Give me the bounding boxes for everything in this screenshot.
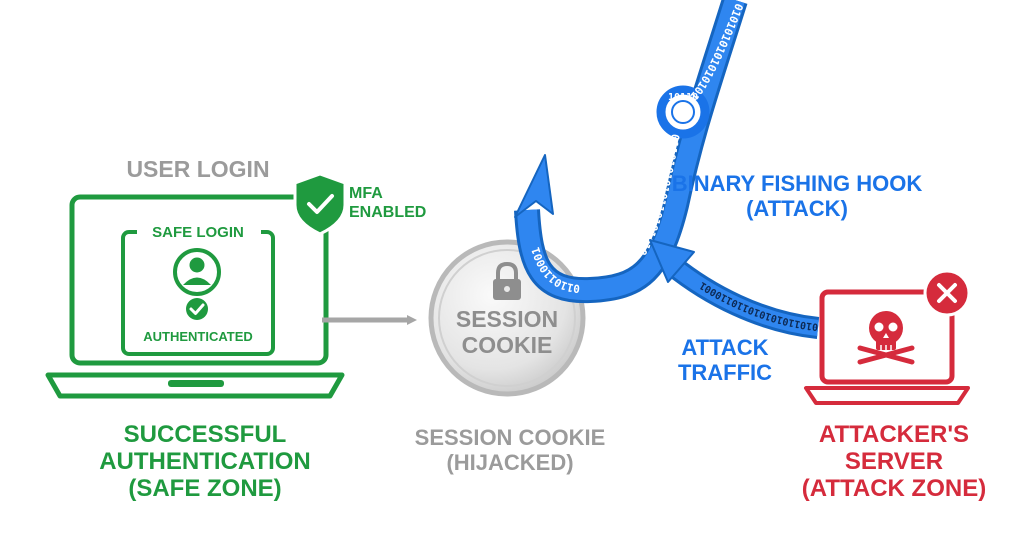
check-circle-icon (186, 298, 208, 320)
safe-zone-caption: SUCCESSFUL AUTHENTICATION (SAFE ZONE) (60, 421, 350, 503)
attack-traffic-label: ATTACK TRAFFIC (660, 335, 790, 385)
mfa-badge-line2: ENABLED (349, 204, 427, 222)
svg-text:0101010101010101010101010101: 0101010101010101010101010101 (0, 0, 746, 103)
attack-traffic-arrow (649, 239, 820, 339)
attack-zone-caption-line3: (ATTACK ZONE) (801, 474, 987, 502)
safe-login-title: SAFE LOGIN (152, 224, 244, 241)
close-icon (923, 269, 971, 317)
padlock-icon (493, 261, 521, 300)
fishing-hook-label-line2: (ATTACK) (746, 195, 848, 221)
user-icon (173, 248, 221, 296)
mfa-badge-line1: MFA (349, 185, 383, 202)
shield-check-icon (293, 172, 347, 236)
safe-zone-caption-line2: AUTHENTICATION (99, 447, 311, 475)
fishing-hook-label: BINARY FISHING HOOK (ATTACK) (662, 171, 932, 221)
hijacked-caption-line1: SESSION COOKIE (414, 425, 606, 450)
attack-zone-caption-line1: ATTACKER'S (818, 421, 970, 448)
hijacked-caption-line2: (HIJACKED) (446, 449, 574, 475)
attack-traffic-label-line1: ATTACK (681, 335, 769, 360)
hijacked-caption: SESSION COOKIE (HIJACKED) (395, 425, 625, 475)
hook-barb (514, 154, 554, 218)
attack-traffic-label-line2: TRAFFIC (677, 359, 773, 385)
authenticated-status: AUTHENTICATED (143, 329, 253, 344)
hook-ring (656, 85, 710, 139)
mfa-badge-label: MFA ENABLED (349, 184, 426, 222)
hook-binary-top: 0101010101010101010101010101 (0, 0, 746, 103)
safe-zone-caption-line1: SUCCESSFUL (123, 421, 287, 448)
binary-fishing-hook (514, 0, 748, 304)
cookie-token-label: SESSION COOKIE (437, 306, 577, 359)
skull-icon (857, 311, 915, 365)
fishing-hook-label-line1: BINARY FISHING HOOK (671, 171, 923, 196)
attack-zone-caption: ATTACKER'S SERVER (ATTACK ZONE) (782, 421, 1006, 503)
safe-zone-caption-line3: (SAFE ZONE) (128, 474, 282, 502)
cookie-token-line2: COOKIE (461, 331, 553, 358)
user-login-heading: USER LOGIN (126, 156, 270, 182)
attack-zone-caption-line2: SERVER (844, 447, 944, 475)
hook-binary-ring: 10110 (668, 92, 698, 103)
cookie-token-line1: SESSION (455, 306, 559, 332)
